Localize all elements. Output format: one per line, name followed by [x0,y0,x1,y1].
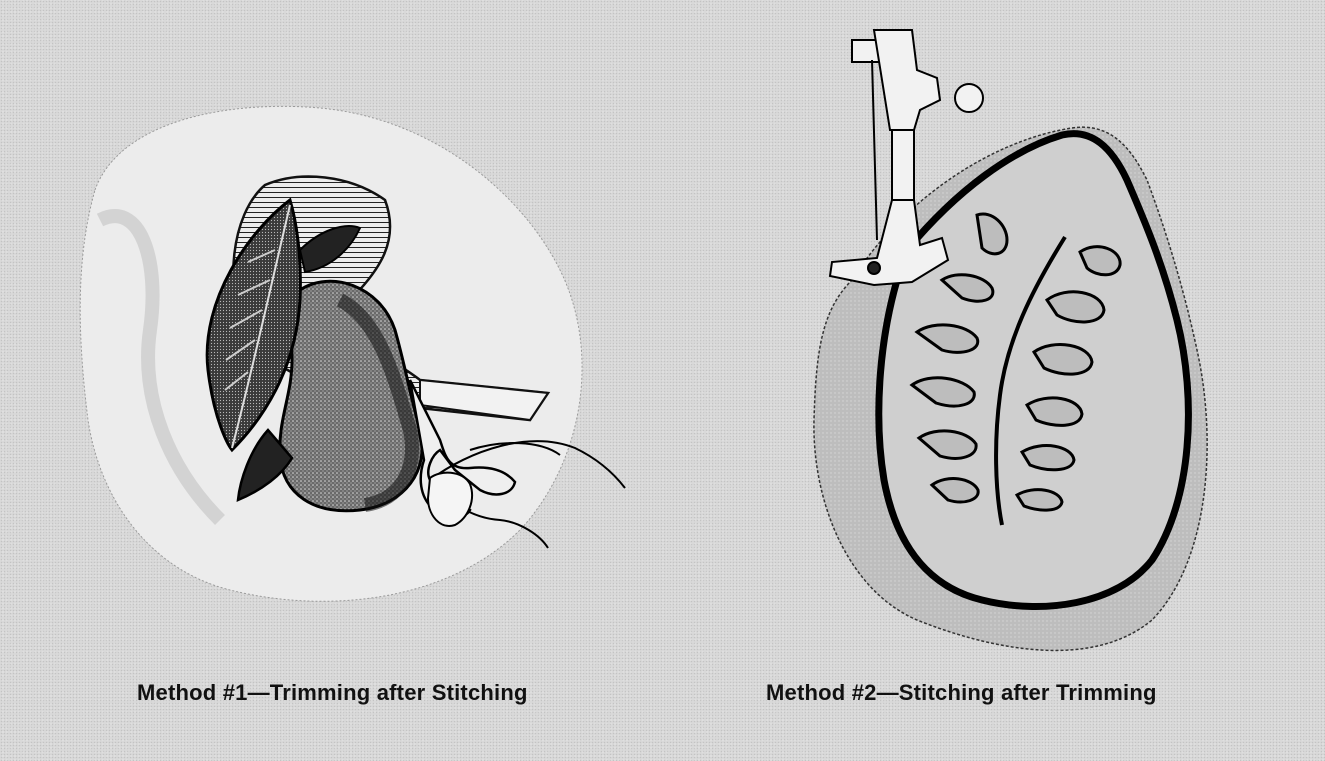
leaf-applique-stitching-illustration [662,0,1325,680]
figure-method-2: Method #2—Stitching after Trimming [662,0,1325,761]
pear-applique-trimming-illustration [0,0,662,680]
figure-caption-method-1: Method #1—Trimming after Stitching [137,680,528,706]
figure-method-1: Method #1—Trimming after Stitching [0,0,662,761]
figure-caption-method-2: Method #2—Stitching after Trimming [766,680,1157,706]
